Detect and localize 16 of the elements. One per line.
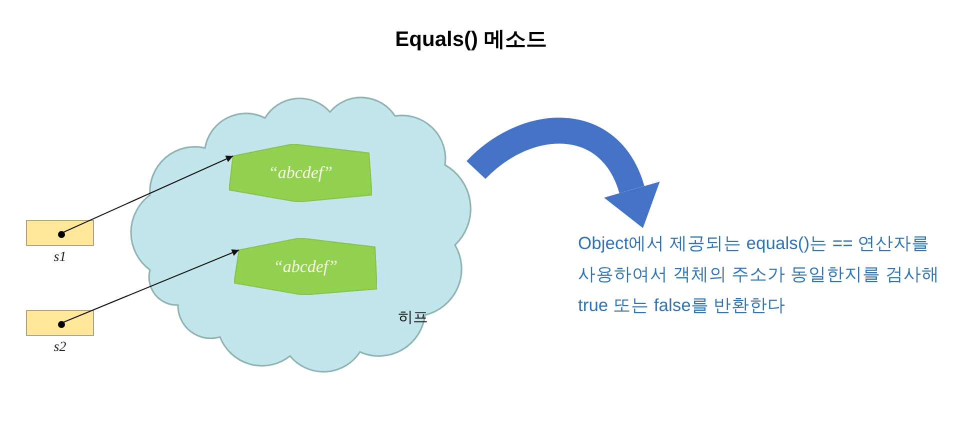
description-text: Object에서 제공되는 equals()는 == 연산자를 사용하여서 객체의 주소가 동일한지를 검사해 true 또는 false를 반환한다: [578, 228, 940, 321]
string-literal: “abcdef”: [273, 256, 338, 276]
heap-label: 히프: [398, 309, 428, 327]
variable-name: s2: [54, 340, 66, 356]
string-hexagon: [229, 144, 372, 202]
title: Equals() 메소드: [395, 28, 547, 52]
variable-box: [26, 310, 94, 336]
string-literal: “abcdef”: [268, 163, 333, 183]
variable-box: [26, 220, 94, 246]
heap-cloud: [128, 94, 474, 375]
arrow: [63, 249, 240, 323]
variable-name: s1: [54, 250, 66, 266]
dot-icon: [58, 230, 64, 238]
dot-icon: [58, 320, 64, 328]
arrow: [63, 156, 234, 233]
string-hexagon: [234, 238, 377, 295]
